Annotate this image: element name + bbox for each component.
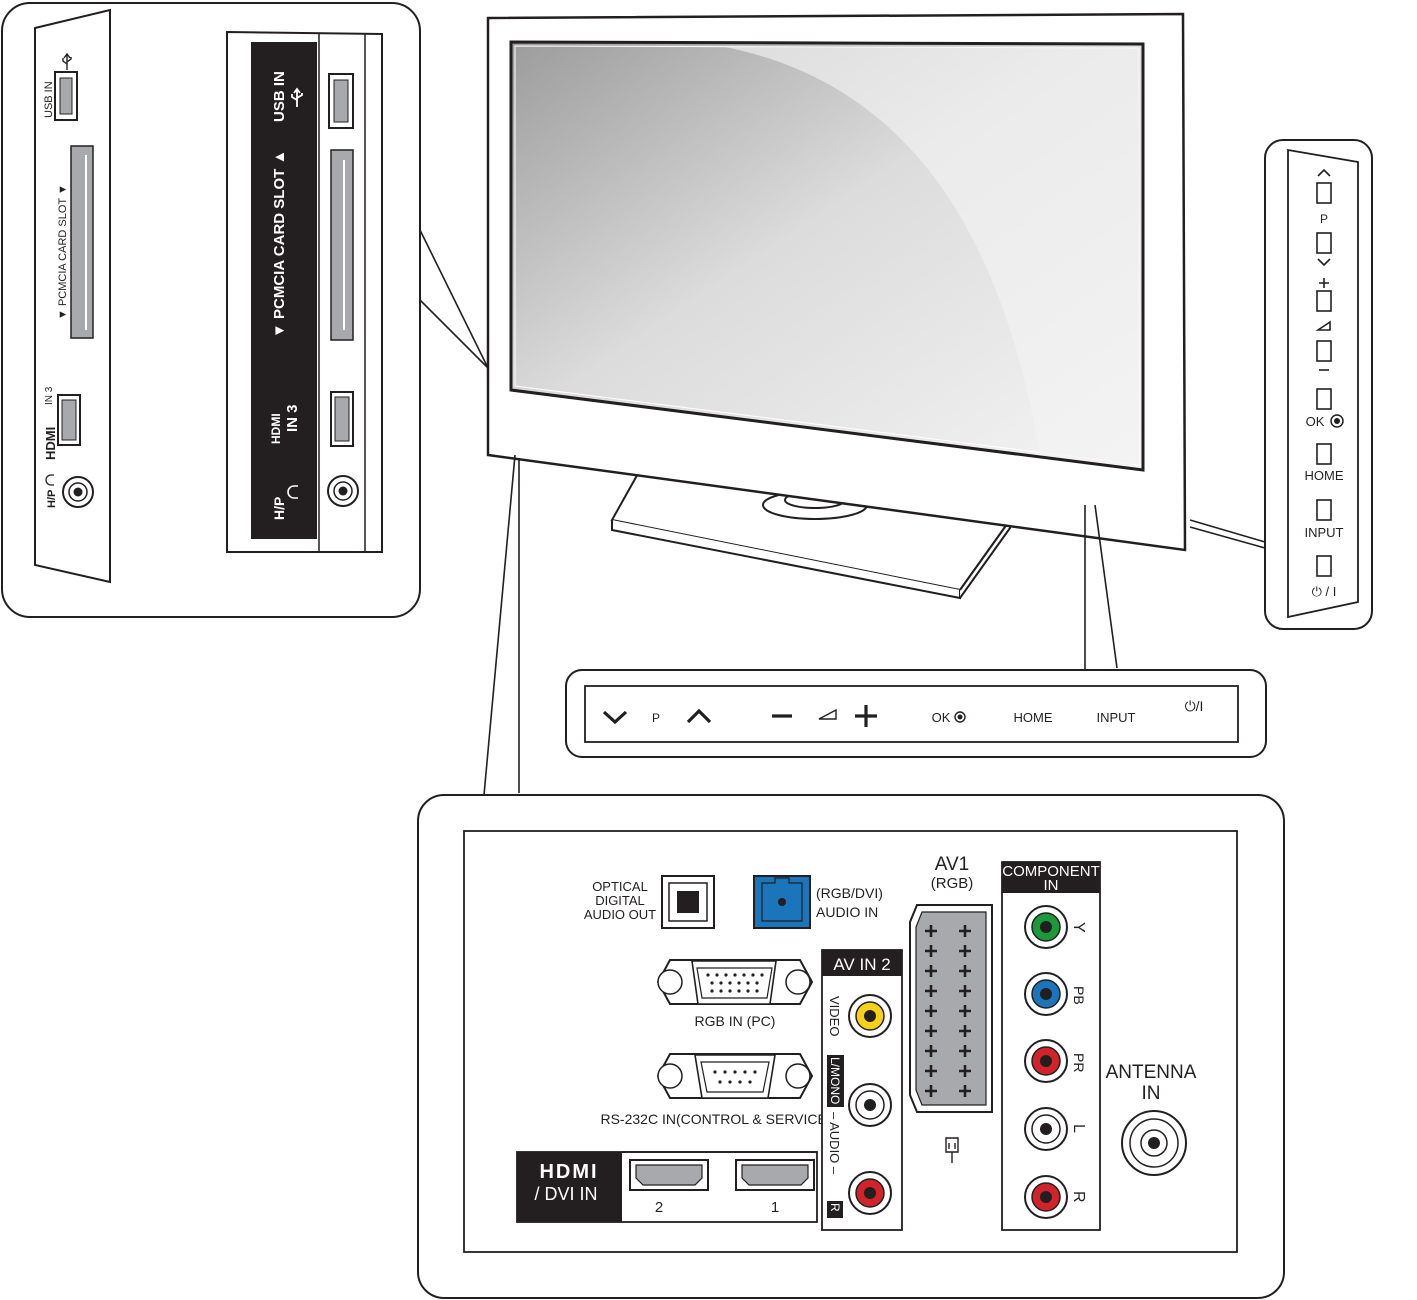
zoom-hdmi-brand: HDMI <box>269 413 283 444</box>
side-hp-jack[interactable] <box>62 476 94 508</box>
side-ok-button[interactable] <box>1316 388 1332 410</box>
side-panel-callout: USB IN ▼ PCMCIA CARD SLOT ▼ HDMI IN 3 H/… <box>1 2 421 618</box>
side-hdmi-label: IN 3 <box>44 386 55 405</box>
component-pb-label: PB <box>1071 986 1087 1005</box>
av1-sub-label: (RGB) <box>931 875 974 892</box>
audio-in-label-1: (RGB/DVI) <box>816 885 883 901</box>
front-input-button[interactable]: INPUT <box>1097 710 1136 725</box>
front-channel-down-icon[interactable] <box>602 710 628 725</box>
component-l-jack[interactable] <box>1024 1107 1068 1151</box>
front-buttons-callout: P OK HOME INPUT ⏻/I <box>565 669 1267 758</box>
rgb-in-pc-label: RGB IN (PC) <box>695 1013 776 1029</box>
side-home-button[interactable] <box>1316 443 1332 465</box>
av-video-jack[interactable] <box>848 994 892 1038</box>
side-p-label: P <box>1320 212 1328 226</box>
side-power-button[interactable] <box>1316 555 1332 577</box>
component-pr-label: PR <box>1071 1053 1087 1072</box>
av1-label: AV1 <box>935 854 970 875</box>
hdmi-port-1-label: 1 <box>771 1199 779 1216</box>
component-y-jack[interactable] <box>1024 905 1068 949</box>
front-ok-icon[interactable] <box>954 711 966 723</box>
usb-icon <box>62 52 72 70</box>
side-plus-icon <box>1319 278 1329 288</box>
zoom-hp-jack[interactable] <box>327 475 359 507</box>
audio-in-label-2: AUDIO IN <box>816 904 878 920</box>
zoom-hp-label: H/P <box>271 497 287 520</box>
hdmi-brand-label: HDMI <box>539 1161 598 1183</box>
hdmi-dvi-label: / DVI IN <box>534 1184 597 1204</box>
tv-illustration <box>486 12 1187 600</box>
av-audio-label: – AUDIO – <box>827 1112 842 1175</box>
side-usb-label: USB IN <box>43 81 55 118</box>
side-pcmcia-slot[interactable] <box>70 145 94 339</box>
component-l-label: L <box>1070 1124 1087 1133</box>
side-up-chevron-icon <box>1317 168 1331 177</box>
av-lmono-label: L/MONO <box>828 1057 842 1104</box>
front-home-button[interactable]: HOME <box>1014 710 1053 725</box>
av-in2-label: AV IN 2 <box>833 955 890 974</box>
side-power-label: ⏻ / I <box>1312 584 1337 599</box>
rs232c-port[interactable] <box>656 1053 814 1099</box>
zoom-hdmi-label: IN 3 <box>284 404 301 432</box>
hdmi-port-2-label: 2 <box>655 1199 663 1216</box>
optical-label-3: AUDIO OUT <box>584 907 656 922</box>
component-r-jack[interactable] <box>1024 1175 1068 1219</box>
side-home-label: HOME <box>1305 468 1344 483</box>
av1-scart-port[interactable] <box>909 904 993 1113</box>
component-r-label: R <box>1070 1191 1087 1203</box>
front-channel-up-icon[interactable] <box>686 708 712 724</box>
headphone-icon <box>45 474 54 486</box>
front-p-label: P <box>652 711 660 725</box>
side-buttons-callout: P OK HOME INPUT ⏻ / I <box>1264 139 1373 630</box>
av-audio-l-jack[interactable] <box>848 1083 892 1127</box>
side-pcmcia-label: ▼ PCMCIA CARD SLOT ▼ <box>57 184 69 320</box>
side-hdmi-brand: HDMI <box>43 427 58 460</box>
zoom-pcmcia-slot[interactable] <box>330 149 354 341</box>
side-down-chevron-icon <box>1317 258 1331 267</box>
zoom-usb-label: USB IN <box>271 71 288 122</box>
component-pr-jack[interactable] <box>1024 1039 1068 1083</box>
antenna-in-port[interactable] <box>1121 1110 1187 1176</box>
component-y-label: Y <box>1070 922 1087 933</box>
optical-audio-out-port[interactable] <box>661 875 715 929</box>
side-volume-icon <box>1315 320 1331 331</box>
antenna-label-1: ANTENNA <box>1106 1062 1197 1083</box>
side-volume-up-button[interactable] <box>1316 290 1332 312</box>
zoom-pcmcia-label: ▼ PCMCIA CARD SLOT ▲ <box>271 150 288 338</box>
rgb-dvi-audio-in-port[interactable] <box>753 875 811 929</box>
av-video-label: VIDEO <box>827 996 842 1036</box>
component-pb-jack[interactable] <box>1024 972 1068 1016</box>
av-r-label: R <box>828 1203 842 1212</box>
side-input-button[interactable] <box>1316 499 1332 521</box>
side-hp-label: H/P <box>46 490 58 508</box>
zoom-headphone-icon <box>287 485 298 499</box>
side-ok-label: OK <box>1306 414 1325 429</box>
side-ok-icon <box>1330 414 1344 428</box>
front-volume-icon <box>818 708 837 720</box>
zoom-usb-icon <box>291 87 303 107</box>
back-panel-callout: OPTICAL DIGITAL AUDIO OUT (RGB/DVI) AUDI… <box>417 794 1285 1299</box>
component-label-2: IN <box>1044 877 1059 894</box>
rs232c-label: RS-232C IN(CONTROL & SERVICE) <box>600 1111 831 1127</box>
side-channel-up-button[interactable] <box>1316 182 1332 204</box>
front-volume-up-icon[interactable] <box>855 705 877 727</box>
component-label-1: COMPONENT <box>1002 863 1100 880</box>
av-audio-r-jack[interactable] <box>848 1171 892 1215</box>
front-power-button[interactable]: ⏻/I <box>1185 698 1204 714</box>
side-channel-down-button[interactable] <box>1316 232 1332 254</box>
hdmi-port-1[interactable] <box>735 1159 815 1191</box>
antenna-label-2: IN <box>1142 1083 1161 1104</box>
rgb-in-pc-port[interactable] <box>656 959 814 1005</box>
scart-icon <box>945 1137 959 1163</box>
optical-label-2: DIGITAL <box>595 893 645 908</box>
side-volume-down-button[interactable] <box>1316 340 1332 362</box>
front-ok-label: OK <box>932 710 951 725</box>
hdmi-port-2[interactable] <box>629 1159 709 1191</box>
optical-label-1: OPTICAL <box>592 879 648 894</box>
side-input-label: INPUT <box>1305 525 1344 540</box>
